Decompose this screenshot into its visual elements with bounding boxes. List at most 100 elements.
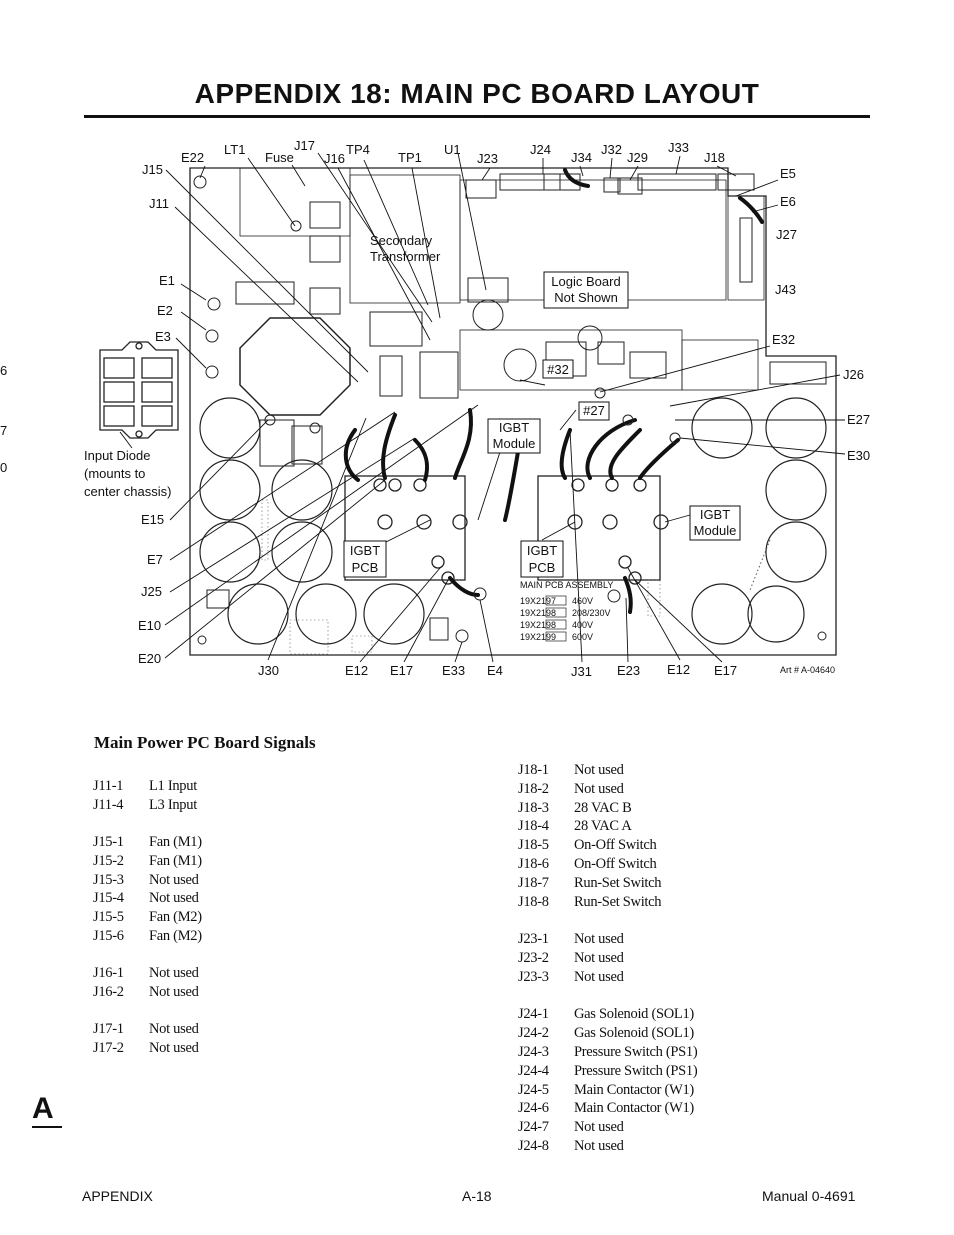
- signal-pin: J15-6: [93, 927, 124, 944]
- signal-description: Run-Set Switch: [574, 893, 662, 910]
- assembly-part: 19X2198: [520, 608, 556, 618]
- callout-leader-lines: [119, 152, 846, 663]
- signal-pin: J16-1: [93, 965, 124, 981]
- svg-text:Secondary Transformer: Secondary Transformer: [370, 233, 441, 264]
- signal-pin: J16-2: [93, 983, 124, 1000]
- heatsink-outline: [239, 317, 351, 416]
- signal-pin: J24-4: [518, 1062, 549, 1079]
- svg-text:#32: #32: [547, 362, 569, 377]
- callout-E4: E4: [487, 663, 503, 678]
- signal-description: Not used: [149, 965, 199, 981]
- callout-J23: J23: [477, 151, 498, 166]
- appendix-letter: A: [32, 1092, 54, 1125]
- callout-fuse: Fuse: [265, 150, 294, 165]
- callout-LT1: LT1: [224, 142, 245, 157]
- signal-pin: J15-5: [93, 908, 124, 925]
- ref-32-box: #32: [542, 359, 574, 379]
- callout-E12-right: E12: [667, 662, 690, 677]
- signal-description: Not used: [574, 950, 624, 966]
- callout-TP1: TP1: [398, 150, 422, 165]
- callout-E5: E5: [780, 166, 796, 181]
- assembly-part: 19X2198: [520, 620, 556, 630]
- signal-pin: J18-7: [518, 874, 549, 891]
- callout-E17-right: E17: [714, 663, 737, 678]
- assembly-part: 19X2197: [520, 596, 556, 606]
- callout-J25: J25: [141, 584, 162, 599]
- footer-page-number: A-18: [462, 1188, 492, 1204]
- callout-labels: E22 LT1 Fuse J17 J16 TP4 TP1 U1 J23 J24 …: [0, 138, 870, 679]
- signal-description: L1 Input: [149, 778, 197, 794]
- assembly-voltage: 400V: [572, 620, 593, 630]
- signal-pin: J24-2: [518, 1025, 549, 1042]
- input-diode-text: Input Diode (mounts to center chassis): [84, 448, 171, 499]
- page-title: APPENDIX 18: MAIN PC BOARD LAYOUT: [194, 78, 760, 109]
- signal-description: Not used: [149, 871, 199, 888]
- assembly-voltage: 460V: [572, 596, 593, 606]
- signal-description: Not used: [149, 1021, 199, 1038]
- signal-description: Run-Set Switch: [574, 874, 662, 891]
- signal-pin: J15-1: [93, 834, 124, 851]
- input-diode-label: Input Diode (mounts to center chassis): [84, 448, 171, 499]
- signal-description: Pressure Switch (PS1): [574, 1044, 698, 1060]
- callout-U1: U1: [444, 142, 461, 157]
- callout-E33: E33: [442, 663, 465, 678]
- signal-description: Fan (M1): [149, 834, 202, 851]
- igbt-pcb-left: [344, 475, 468, 585]
- callout-E27: E27: [847, 412, 870, 427]
- callout-E15: E15: [141, 512, 164, 527]
- signal-description: Not used: [574, 780, 624, 797]
- signal-description: Main Contactor (W1): [574, 1100, 694, 1117]
- signal-pin: J18-3: [518, 799, 549, 816]
- signal-pin: J18-2: [518, 780, 549, 797]
- callout-J24: J24: [530, 142, 551, 157]
- callout-E32: E32: [772, 332, 795, 347]
- callout-E22: E22: [181, 150, 204, 165]
- signal-pin: J24-6: [518, 1100, 549, 1117]
- callout-J17: J17: [294, 138, 315, 153]
- signal-description: Not used: [149, 1039, 199, 1056]
- footer-manual-number: Manual 0-4691: [762, 1188, 856, 1204]
- ref-27-box: #27: [578, 401, 610, 421]
- signal-description: Not used: [574, 1138, 624, 1154]
- signal-pin: J18-4: [518, 818, 549, 835]
- input-diode: [99, 341, 179, 439]
- signal-description: Not used: [574, 931, 624, 948]
- signal-description: Gas Solenoid (SOL1): [574, 1006, 694, 1023]
- signal-description: Not used: [574, 1119, 624, 1136]
- edge-mark: 0: [0, 460, 7, 475]
- signal-description: Main Contactor (W1): [574, 1081, 694, 1098]
- signal-description: Gas Solenoid (SOL1): [574, 1025, 694, 1042]
- assembly-part: 19X2199: [520, 632, 556, 642]
- callout-E7: E7: [147, 552, 163, 567]
- callout-J31: J31: [571, 664, 592, 679]
- main-board-outline: [189, 167, 837, 656]
- callout-E20: E20: [138, 651, 161, 666]
- footer-left: APPENDIX: [82, 1188, 153, 1204]
- svg-text:#27: #27: [583, 403, 605, 418]
- signal-description: Not used: [574, 762, 624, 778]
- input-diode-line: (mounts to: [84, 466, 145, 481]
- callout-J29: J29: [627, 150, 648, 165]
- callout-E23: E23: [617, 663, 640, 678]
- callout-J43: J43: [775, 282, 796, 297]
- signal-description: Pressure Switch (PS1): [574, 1062, 698, 1079]
- signal-pin: J24-1: [518, 1006, 549, 1023]
- secondary-transformer-line: Secondary: [370, 233, 433, 248]
- callout-J16: J16: [324, 151, 345, 166]
- callout-J33: J33: [668, 140, 689, 155]
- callout-J27: J27: [776, 227, 797, 242]
- callout-E17: E17: [390, 663, 413, 678]
- signal-description: Not used: [574, 968, 624, 985]
- callout-E3: E3: [155, 329, 171, 344]
- assembly-table: 19X2197 460V 19X2198 208/230V 19X2198 40…: [520, 595, 611, 642]
- signal-description: Not used: [149, 983, 199, 1000]
- signal-pin: J18-1: [518, 762, 549, 778]
- callout-J34: J34: [571, 150, 592, 165]
- callout-J15: J15: [142, 162, 163, 177]
